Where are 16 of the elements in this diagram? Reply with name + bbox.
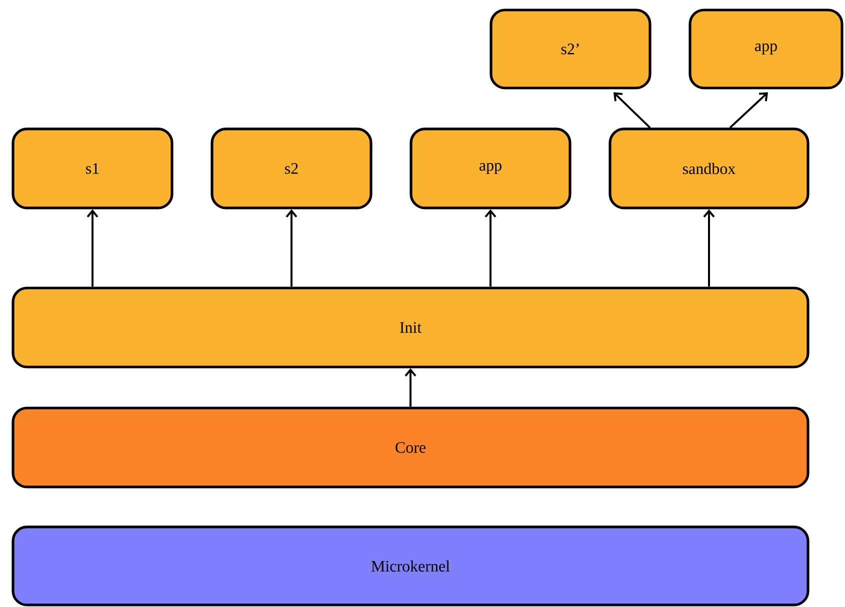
process-box: Init: [12, 286, 810, 368]
core-box: Core: [12, 406, 810, 488]
process-box: sandbox: [608, 128, 810, 210]
arrow: [404, 368, 416, 407]
process-box: app: [688, 8, 844, 90]
kernel-box: Microkernel: [12, 526, 810, 606]
arrow: [286, 209, 298, 287]
arrow: [484, 209, 496, 287]
arrow: [729, 92, 768, 128]
process-box: app: [410, 128, 572, 210]
arrow: [703, 209, 715, 287]
process-box: s2: [210, 128, 372, 210]
process-box: s2’: [490, 8, 652, 90]
arrow: [614, 92, 651, 128]
process-box: s1: [12, 128, 174, 210]
arrow: [86, 209, 98, 287]
